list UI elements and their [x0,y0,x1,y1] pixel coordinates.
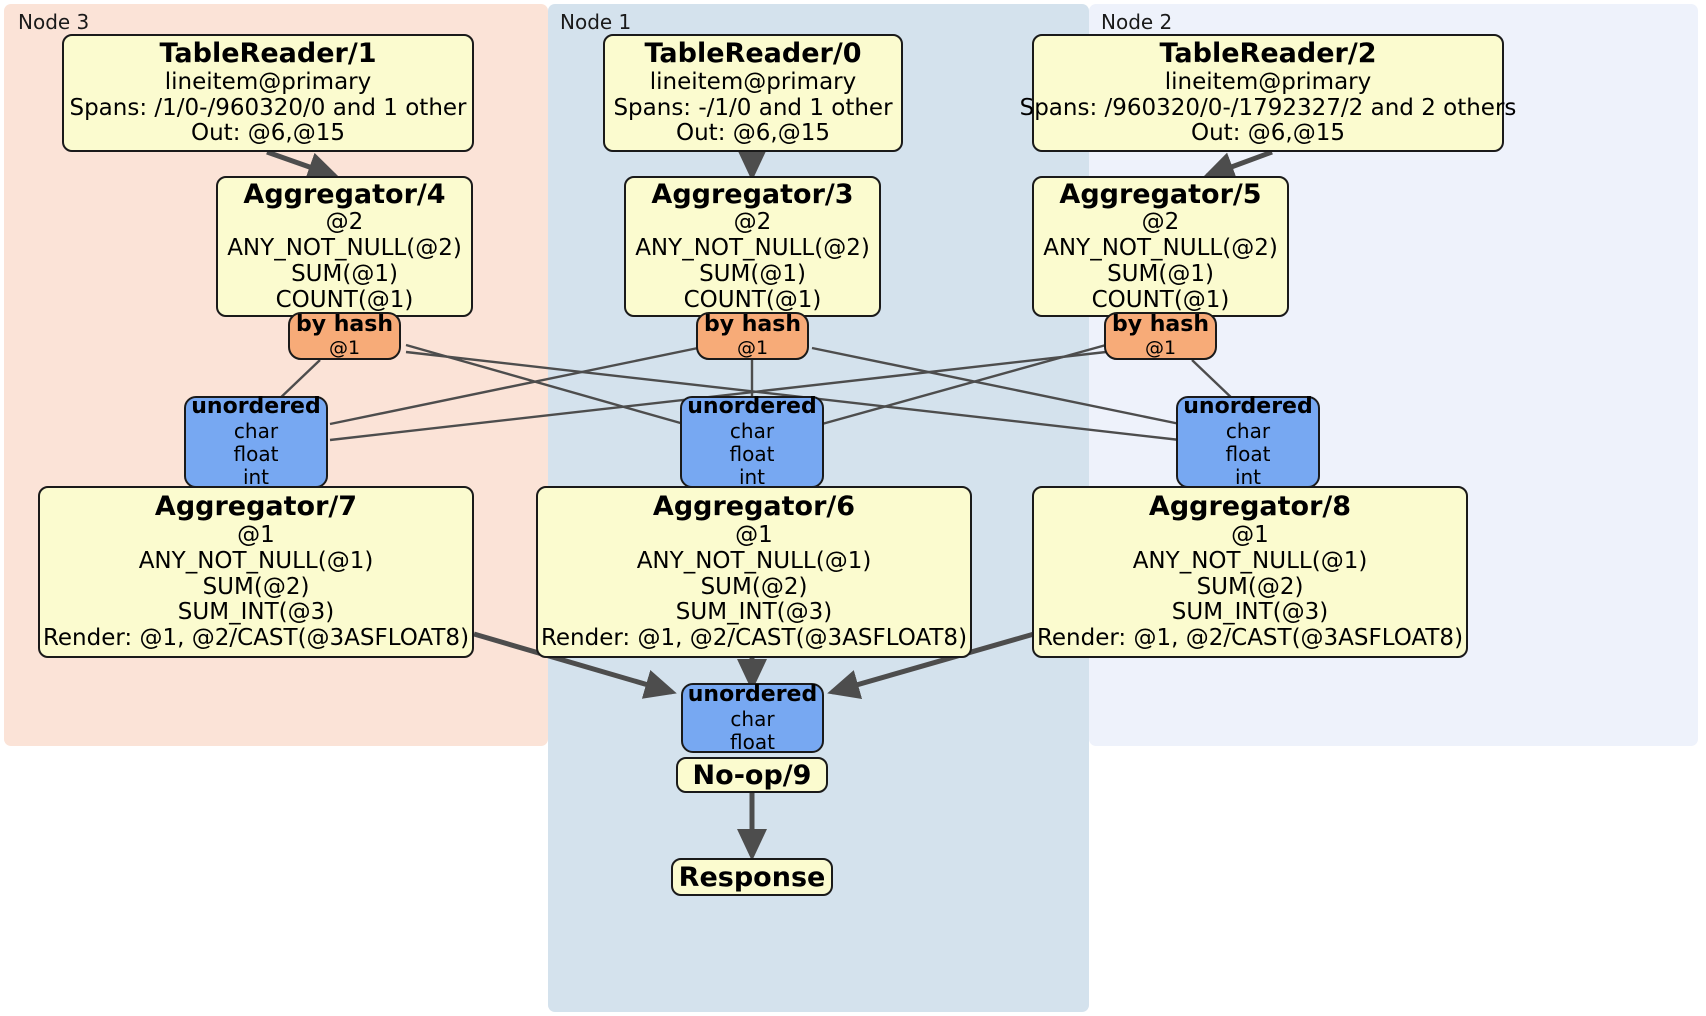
router-detail: @1 [328,336,361,359]
processor-title: Aggregator/4 [243,178,446,210]
processor-detail: SUM(@1) [291,260,398,287]
processor-detail: ANY_NOT_NULL(@2) [1043,235,1278,262]
processor-detail: Spans: /1/0-/960320/0 and 1 other [69,94,467,121]
processor-detail: ANY_NOT_NULL(@1) [138,547,374,574]
processor-title: Aggregator/8 [1148,491,1352,523]
stream-type: char [233,418,279,443]
stream-title: unordered [1183,394,1313,420]
processor-detail: ANY_NOT_NULL(@2) [227,235,462,262]
processor-title: TableReader/1 [159,37,377,69]
router-detail: @1 [1144,336,1177,359]
processor-no-op-9[interactable]: No-op/9 [676,757,828,793]
processor-detail: Out: @6,@15 [676,120,830,147]
processor-render: Render: @1, @2/CAST(@3ASFLOAT8) [540,625,968,651]
router-title: by hash [703,312,801,338]
processor-detail: SUM(@2) [202,573,310,600]
input-stream-unordered-final[interactable]: unordered char float [681,682,824,754]
processor-detail: Spans: -/1/0 and 1 other [613,94,893,121]
processor-detail: SUM_INT(@3) [177,599,335,626]
processor-render: Render: @1, @2/CAST(@3ASFLOAT8) [42,625,470,651]
processor-detail: Out: @6,@15 [1191,120,1345,147]
processor-detail: SUM(@2) [700,573,808,600]
processor-detail: lineitem@primary [164,68,372,95]
stream-title: unordered [191,394,321,420]
stream-type: int [1234,465,1262,490]
processor-detail: SUM_INT(@3) [675,599,833,626]
processor-detail: ANY_NOT_NULL(@1) [636,547,872,574]
stream-type: float [730,729,775,754]
processor-title: Aggregator/7 [154,491,358,523]
processor-tablereader-0[interactable]: TableReader/0 lineitem@primary Spans: -/… [603,34,903,152]
processor-aggregator-7[interactable]: Aggregator/7 @1 ANY_NOT_NULL(@1) SUM(@2)… [38,486,474,658]
processor-tablereader-2[interactable]: TableReader/2 lineitem@primary Spans: /9… [1020,34,1516,152]
output-router-by-hash-right[interactable]: by hash @1 [1104,312,1217,360]
processor-detail: SUM_INT(@3) [1171,599,1329,626]
processor-detail: SUM(@1) [1107,260,1214,287]
stream-type: float [233,442,279,467]
stream-type: char [1225,418,1271,443]
processor-detail: @1 [1231,522,1269,548]
processor-title: TableReader/0 [644,37,862,69]
processor-title: Aggregator/5 [1059,178,1262,210]
input-stream-unordered-center[interactable]: unordered char float int [680,394,824,490]
output-router-by-hash-left[interactable]: by hash @1 [288,312,401,360]
processor-detail: Spans: /960320/0-/1792327/2 and 2 others [1019,94,1517,121]
input-stream-unordered-left[interactable]: unordered char float int [184,394,328,490]
stream-type: float [1225,442,1271,467]
processor-aggregator-6[interactable]: Aggregator/6 @1 ANY_NOT_NULL(@1) SUM(@2)… [536,486,972,658]
processor-title: Aggregator/6 [652,491,856,523]
processor-detail: ANY_NOT_NULL(@2) [635,235,870,262]
processor-aggregator-3[interactable]: Aggregator/3 @2 ANY_NOT_NULL(@2) SUM(@1)… [624,176,881,317]
processor-detail: lineitem@primary [1164,68,1372,95]
panel-node-2-label: Node 2 [1101,10,1173,34]
stream-type: int [242,465,270,490]
processor-detail: COUNT(@1) [1091,286,1230,313]
stream-type: char [729,418,775,443]
processor-detail: @1 [237,522,275,548]
stream-type: float [729,442,775,467]
stream-type: char [730,706,775,731]
router-title: by hash [295,312,393,338]
processor-response[interactable]: Response [671,858,833,896]
stream-title: unordered [687,682,818,708]
processor-aggregator-4[interactable]: Aggregator/4 @2 ANY_NOT_NULL(@2) SUM(@1)… [216,176,473,317]
processor-detail: COUNT(@1) [275,286,414,313]
processor-detail: Out: @6,@15 [191,120,345,147]
processor-detail: SUM(@2) [1196,573,1304,600]
panel-node-3-label: Node 3 [18,10,90,34]
processor-detail: @1 [735,522,773,548]
panel-node-1-label: Node 1 [560,10,632,34]
processor-title: Aggregator/3 [651,178,854,210]
processor-detail: @2 [325,209,364,236]
processor-detail: ANY_NOT_NULL(@1) [1132,547,1368,574]
processor-detail: @2 [1141,209,1180,236]
stream-type: int [738,465,766,490]
processor-detail: lineitem@primary [649,68,857,95]
processor-tablereader-1[interactable]: TableReader/1 lineitem@primary Spans: /1… [62,34,474,152]
input-stream-unordered-right[interactable]: unordered char float int [1176,394,1320,490]
processor-render: Render: @1, @2/CAST(@3ASFLOAT8) [1036,625,1464,651]
processor-aggregator-5[interactable]: Aggregator/5 @2 ANY_NOT_NULL(@2) SUM(@1)… [1032,176,1289,317]
processor-detail: COUNT(@1) [683,286,822,313]
processor-detail: @2 [733,209,772,236]
processor-title: TableReader/2 [1159,37,1377,69]
processor-aggregator-8[interactable]: Aggregator/8 @1 ANY_NOT_NULL(@1) SUM(@2)… [1032,486,1468,658]
router-title: by hash [1111,312,1209,338]
stream-title: unordered [687,394,817,420]
processor-detail: SUM(@1) [699,260,806,287]
output-router-by-hash-center[interactable]: by hash @1 [696,312,809,360]
router-detail: @1 [736,336,769,359]
